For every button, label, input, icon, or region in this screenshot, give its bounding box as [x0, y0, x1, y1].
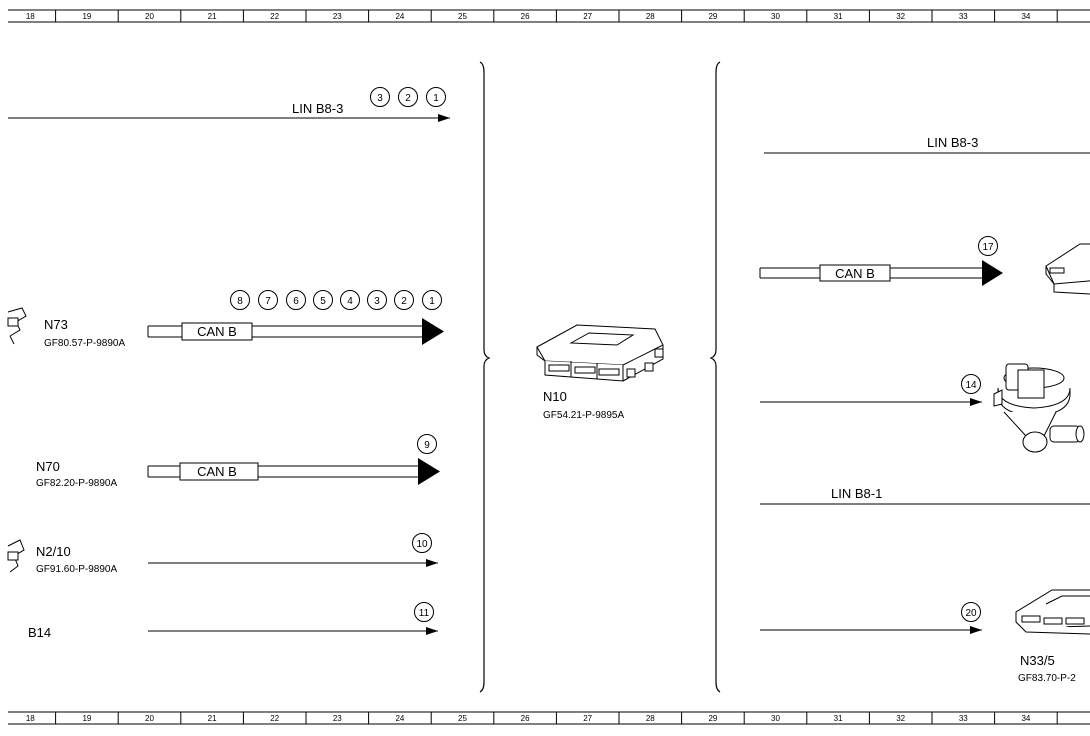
- ruler-number: 21: [208, 12, 217, 21]
- n33-5-group: 20 N33/5 GF83.70-P-2: [760, 589, 1090, 684]
- right-brace: [709, 61, 721, 693]
- ruler-number: 19: [82, 714, 91, 723]
- svg-text:8: 8: [237, 296, 243, 307]
- ruler-number: 26: [521, 714, 530, 723]
- ref-circle: 17: [982, 242, 994, 253]
- n33-5-code: GF83.70-P-2: [1018, 673, 1076, 684]
- ruler-number: 29: [708, 714, 717, 723]
- ruler-number: 30: [771, 12, 780, 21]
- ruler-number: 28: [646, 714, 655, 723]
- ruler-number: 23: [333, 714, 342, 723]
- n10-component-icon: [536, 324, 664, 382]
- ruler-number: 24: [395, 714, 404, 723]
- n2-10-name: N2/10: [36, 544, 71, 559]
- left-brace: [479, 61, 491, 693]
- svg-text:3: 3: [374, 296, 380, 307]
- ruler-number: 25: [458, 714, 467, 723]
- ruler-number: 32: [896, 714, 905, 723]
- ruler-number: 27: [583, 12, 592, 21]
- ruler-number: 29: [708, 12, 717, 21]
- right-valve-row: 14: [760, 363, 1085, 453]
- n33-5-component-icon: [1015, 589, 1090, 635]
- ruler-number: 21: [208, 714, 217, 723]
- svg-text:4: 4: [347, 296, 353, 307]
- ruler-number: 20: [145, 12, 154, 21]
- ruler-number: 31: [834, 12, 843, 21]
- ruler-number: 30: [771, 714, 780, 723]
- ruler-number: 33: [959, 714, 968, 723]
- lin-b8-1-label: LIN B8-1: [831, 486, 882, 501]
- n10-group: N10 GF54.21-P-9895A: [536, 324, 664, 421]
- ref-circle: 11: [419, 608, 430, 619]
- n70-group: N70 GF82.20-P-9890A CAN B 9: [36, 434, 440, 489]
- n73-name: N73: [44, 317, 68, 332]
- b14-group: B14 11: [28, 602, 438, 640]
- right-can-label: CAN B: [835, 266, 875, 281]
- n2-10-code: GF91.60-P-9890A: [36, 564, 117, 575]
- lin-b8-1-line: LIN B8-1: [760, 486, 1090, 505]
- n73-refs: 8 7 6 5 4 3 2 1: [230, 290, 442, 310]
- ruler-number: 22: [270, 12, 279, 21]
- svg-text:7: 7: [265, 296, 271, 307]
- ref-circle: 2: [405, 93, 411, 104]
- ruler-number: 20: [145, 714, 154, 723]
- n2-10-component-icon: [7, 539, 25, 573]
- ruler-number: 18: [26, 12, 35, 21]
- ref-circle: 3: [377, 93, 383, 104]
- n10-name: N10: [543, 389, 567, 404]
- right-can-row: CAN B 17: [759, 236, 1090, 295]
- lin-top-refs: 3 2 1: [370, 87, 446, 107]
- valve-icon: [993, 363, 1085, 453]
- svg-text:2: 2: [401, 296, 407, 307]
- lin-b8-3-left-label: LIN B8-3: [292, 101, 343, 116]
- ruler-number: 33: [959, 12, 968, 21]
- n70-code: GF82.20-P-9890A: [36, 478, 117, 489]
- ruler-number: 22: [270, 714, 279, 723]
- bottom-ruler: 18 19 20 21 22 23 24 25 26 27 28 29 30 31 32 33 34: [8, 711, 1090, 725]
- n73-component-icon: [7, 307, 27, 345]
- ruler-number: 31: [834, 714, 843, 723]
- n73-code: GF80.57-P-9890A: [44, 338, 125, 349]
- ruler-number: 32: [896, 12, 905, 21]
- ruler-number: 28: [646, 12, 655, 21]
- ruler-number: 24: [395, 12, 404, 21]
- ref-circle: 14: [965, 380, 977, 391]
- n73-can-label: CAN B: [197, 324, 237, 339]
- svg-text:5: 5: [320, 296, 326, 307]
- ruler-number: 34: [1021, 12, 1030, 21]
- n2-10-group: N2/10 GF91.60-P-9890A 10: [7, 533, 438, 575]
- ref-circle: 10: [416, 539, 428, 550]
- svg-text:1: 1: [429, 296, 435, 307]
- ruler-number: 27: [583, 714, 592, 723]
- lin-b8-3-right-label: LIN B8-3: [927, 135, 978, 150]
- ruler-number: 23: [333, 12, 342, 21]
- n10-code: GF54.21-P-9895A: [543, 410, 624, 421]
- ruler-number: 25: [458, 12, 467, 21]
- n70-name: N70: [36, 459, 60, 474]
- ref-circle: 9: [424, 440, 430, 451]
- right-module-icon-top: [1045, 243, 1090, 295]
- svg-text:6: 6: [293, 296, 299, 307]
- n33-5-name: N33/5: [1020, 653, 1055, 668]
- ruler-number: 26: [521, 12, 530, 21]
- ruler-number: 19: [82, 12, 91, 21]
- lin-b8-3-left-line: LIN B8-3 3 2 1: [8, 87, 450, 122]
- ruler-number: 34: [1021, 714, 1030, 723]
- ref-circle: 1: [433, 93, 439, 104]
- ruler-number: 18: [26, 714, 35, 723]
- ref-circle: 20: [965, 608, 977, 619]
- b14-name: B14: [28, 625, 51, 640]
- n70-can-label: CAN B: [197, 464, 237, 479]
- n73-group: N73 GF80.57-P-9890A CAN B 8 7 6 5 4 3 2 …: [7, 290, 444, 349]
- top-ruler: 18 19 20 21 22 23 24 25 26 27 28 29 30 31 32 33 34: [8, 9, 1090, 23]
- lin-b8-3-right-line: LIN B8-3: [764, 135, 1090, 154]
